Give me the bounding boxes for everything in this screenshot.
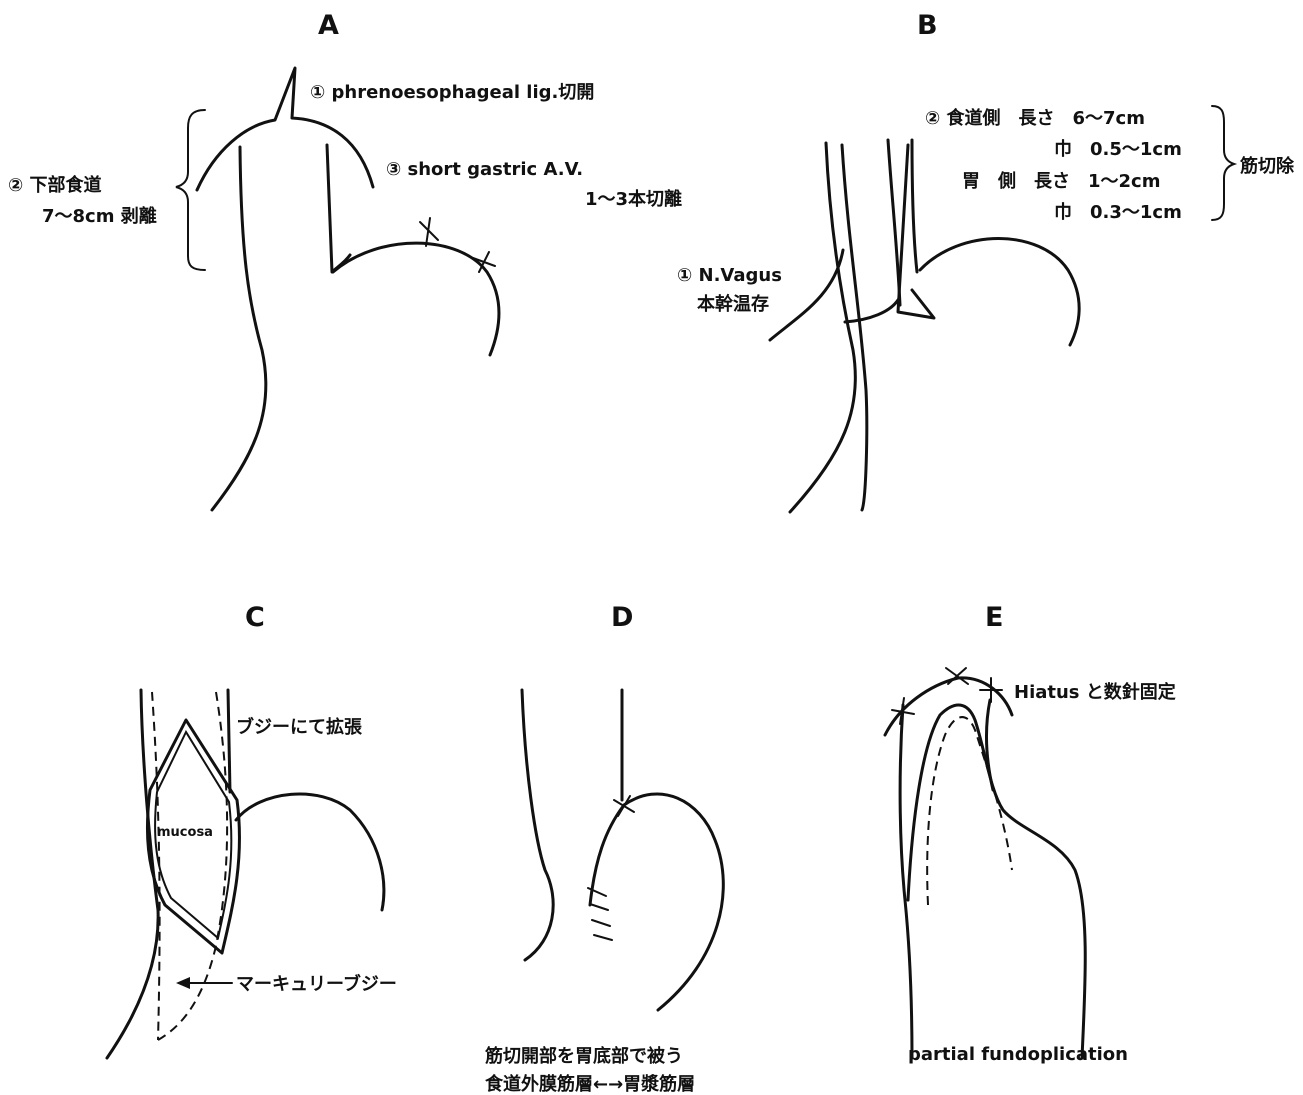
panel-c-letter: C <box>245 602 265 633</box>
panel-e-hiatus-label: Hiatus と数針固定 <box>1014 681 1176 703</box>
panel-a-letter: A <box>318 10 339 41</box>
panel-b-myotomy-strip <box>898 140 934 318</box>
panel-d-letter: D <box>611 602 633 633</box>
panel-c-arrow-head <box>176 977 190 989</box>
panel-a-step3-label: ③ short gastric A.V. <box>386 159 583 180</box>
panel-e-letter: E <box>985 602 1003 633</box>
panel-d-stomach-wrap <box>590 794 723 1010</box>
panel-d-caption-line-1: 筋切開部を胃底部で被う <box>485 1045 683 1067</box>
panel-b-vagus-detail: 本幹温存 <box>697 293 769 315</box>
panel-d: D 筋切開部を胃底部で被う 食道外膜筋層←→胃漿筋層 <box>484 602 723 1095</box>
panel-b-brace <box>1212 106 1234 220</box>
panel-b-row-4: 巾 0.3～1cm <box>1054 201 1182 223</box>
panel-b: B ① N.Vagus 本幹温存 ② 食道側 長さ 6～7cm 巾 0.5～1c… <box>677 10 1295 512</box>
panel-a-step3-detail: 1～3本切離 <box>585 188 682 210</box>
panel-a-step1-label: ① phrenoesophageal lig.切開 <box>310 82 594 103</box>
panel-b-stomach-fundus <box>920 239 1079 346</box>
panel-d-caption-line-2: 食道外膜筋層←→胃漿筋層 <box>484 1073 695 1095</box>
panel-b-esophagus-right <box>888 140 900 305</box>
panel-a-esophagus-right <box>327 145 350 272</box>
panel-c-bougie-dilation-label: ブジーにて拡張 <box>236 716 363 738</box>
panel-b-row-1: ② 食道側 長さ 6～7cm <box>925 107 1145 129</box>
panel-e-caption: partial fundoplication <box>908 1044 1128 1065</box>
panel-e-inner-right <box>986 700 993 790</box>
panel-e: E Hiatus と数針固定 partial fundoplication <box>885 602 1176 1065</box>
panel-c-esophagus-right <box>228 690 230 792</box>
panel-c-esophagus-left <box>107 690 158 1058</box>
panel-c-stomach-fundus <box>236 794 384 910</box>
panel-a-esophagus-left <box>212 147 266 510</box>
panel-d-esophagus-left <box>522 690 553 960</box>
panel-b-vagus-label: ① N.Vagus <box>677 265 782 286</box>
panel-a-step2-label: ② 下部食道 <box>8 174 102 196</box>
panel-a-brace <box>176 110 205 270</box>
panel-c: C ブジーにて拡張 mucosa マーキュリーブジー <box>107 602 397 1058</box>
panel-e-suture-marks <box>892 668 1002 724</box>
panel-b-row-2: 巾 0.5～1cm <box>1054 138 1182 160</box>
panel-b-letter: B <box>917 10 938 41</box>
panel-a-step2-detail: 7～8cm 剥離 <box>42 205 157 227</box>
panel-c-mucosa-label: mucosa <box>157 825 213 840</box>
panel-a-stomach-fundus <box>333 243 499 355</box>
panel-b-vagus-nerve <box>770 250 898 340</box>
panel-b-esophagus-inner <box>842 145 867 510</box>
panel-c-mercury-bougie-label: マーキュリーブジー <box>236 973 397 995</box>
panel-a: A ① phrenoesophageal lig.切開 ② 下部食道 7～8cm… <box>8 10 682 510</box>
panel-b-row-3: 胃 側 長さ 1～2cm <box>962 170 1160 192</box>
panel-e-fundus <box>908 705 1085 1058</box>
panel-b-bracket-label: 筋切除 <box>1240 155 1295 177</box>
panel-e-esophagus-dashed <box>927 717 1012 905</box>
